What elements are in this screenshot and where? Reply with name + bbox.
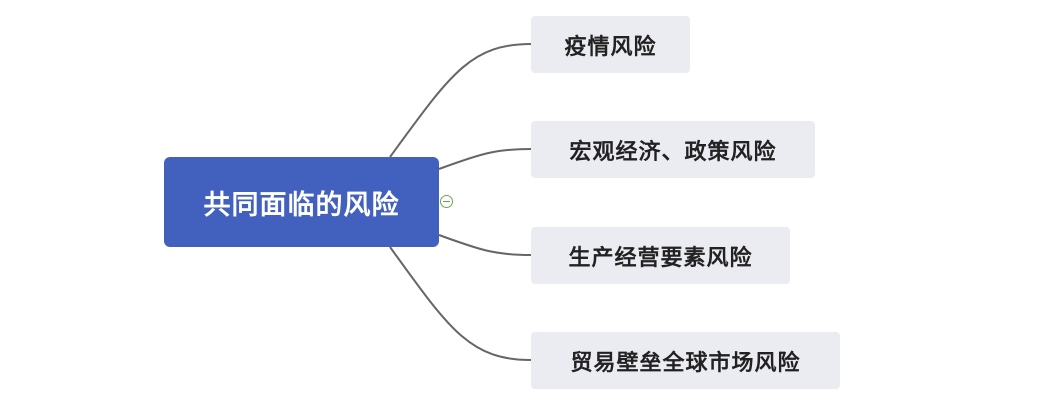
connector-to-child-1 [438,148,532,170]
connector-to-child-3 [389,246,532,361]
root-topic-label: 共同面临的风险 [203,189,400,221]
subtopic-label: 贸易壁垒全球市场风险 [570,350,801,376]
collapse-minus-icon[interactable] [440,195,453,208]
subtopic-production-factor-risk[interactable]: 生产经营要素风险 [531,227,790,284]
root-topic[interactable]: 共同面临的风险 [164,157,439,247]
connector-to-child-0 [389,43,532,158]
subtopic-macro-policy-risk[interactable]: 宏观经济、政策风险 [531,121,815,178]
subtopic-label: 疫情风险 [564,34,657,60]
subtopic-label: 宏观经济、政策风险 [569,139,777,165]
subtopic-epidemic-risk[interactable]: 疫情风险 [531,16,690,73]
subtopic-label: 生产经营要素风险 [568,245,753,271]
subtopic-trade-barrier-market-risk[interactable]: 贸易壁垒全球市场风险 [531,332,840,389]
connector-to-child-2 [438,234,532,256]
